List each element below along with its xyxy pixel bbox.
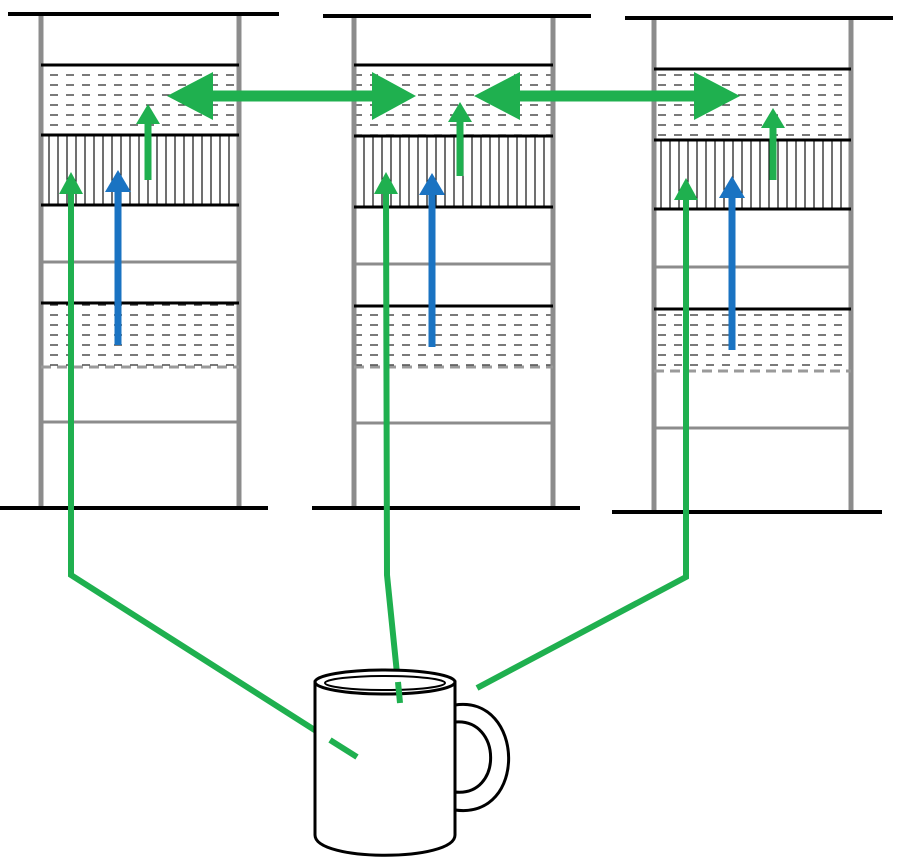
connector-link-1-2 <box>167 72 416 120</box>
mug-body <box>313 680 457 857</box>
green-path-ends <box>328 681 403 760</box>
mug-to-column-3-path <box>475 198 689 691</box>
column-3-blue-arrow <box>719 176 745 350</box>
short-green-arrows <box>136 102 785 180</box>
column-3-top-dashed-layer <box>654 69 851 140</box>
column-1-supply-arrowhead <box>59 172 83 194</box>
green-supply-paths <box>68 191 689 760</box>
blue-arrows <box>105 170 745 350</box>
column-2-blue-arrow <box>419 173 445 347</box>
mug-icon <box>313 668 511 857</box>
column-1-short-green-arrow <box>136 104 160 180</box>
column-2-short-green-arrow <box>448 102 472 176</box>
supply-path-arrowheads <box>59 172 698 200</box>
column-3-short-green-arrow <box>761 108 785 180</box>
mug-handle <box>453 703 511 812</box>
mug-to-column-2-path <box>383 191 403 704</box>
mug-to-column-1-path <box>68 192 359 760</box>
mug-inner-rim <box>324 675 446 691</box>
column-2-supply-arrowhead <box>374 172 398 194</box>
column-3-supply-arrowhead <box>674 178 698 200</box>
column-1 <box>0 12 279 510</box>
column-2 <box>312 14 591 510</box>
connector-link-2-3 <box>474 72 740 120</box>
column-1-blue-arrow <box>105 170 131 345</box>
